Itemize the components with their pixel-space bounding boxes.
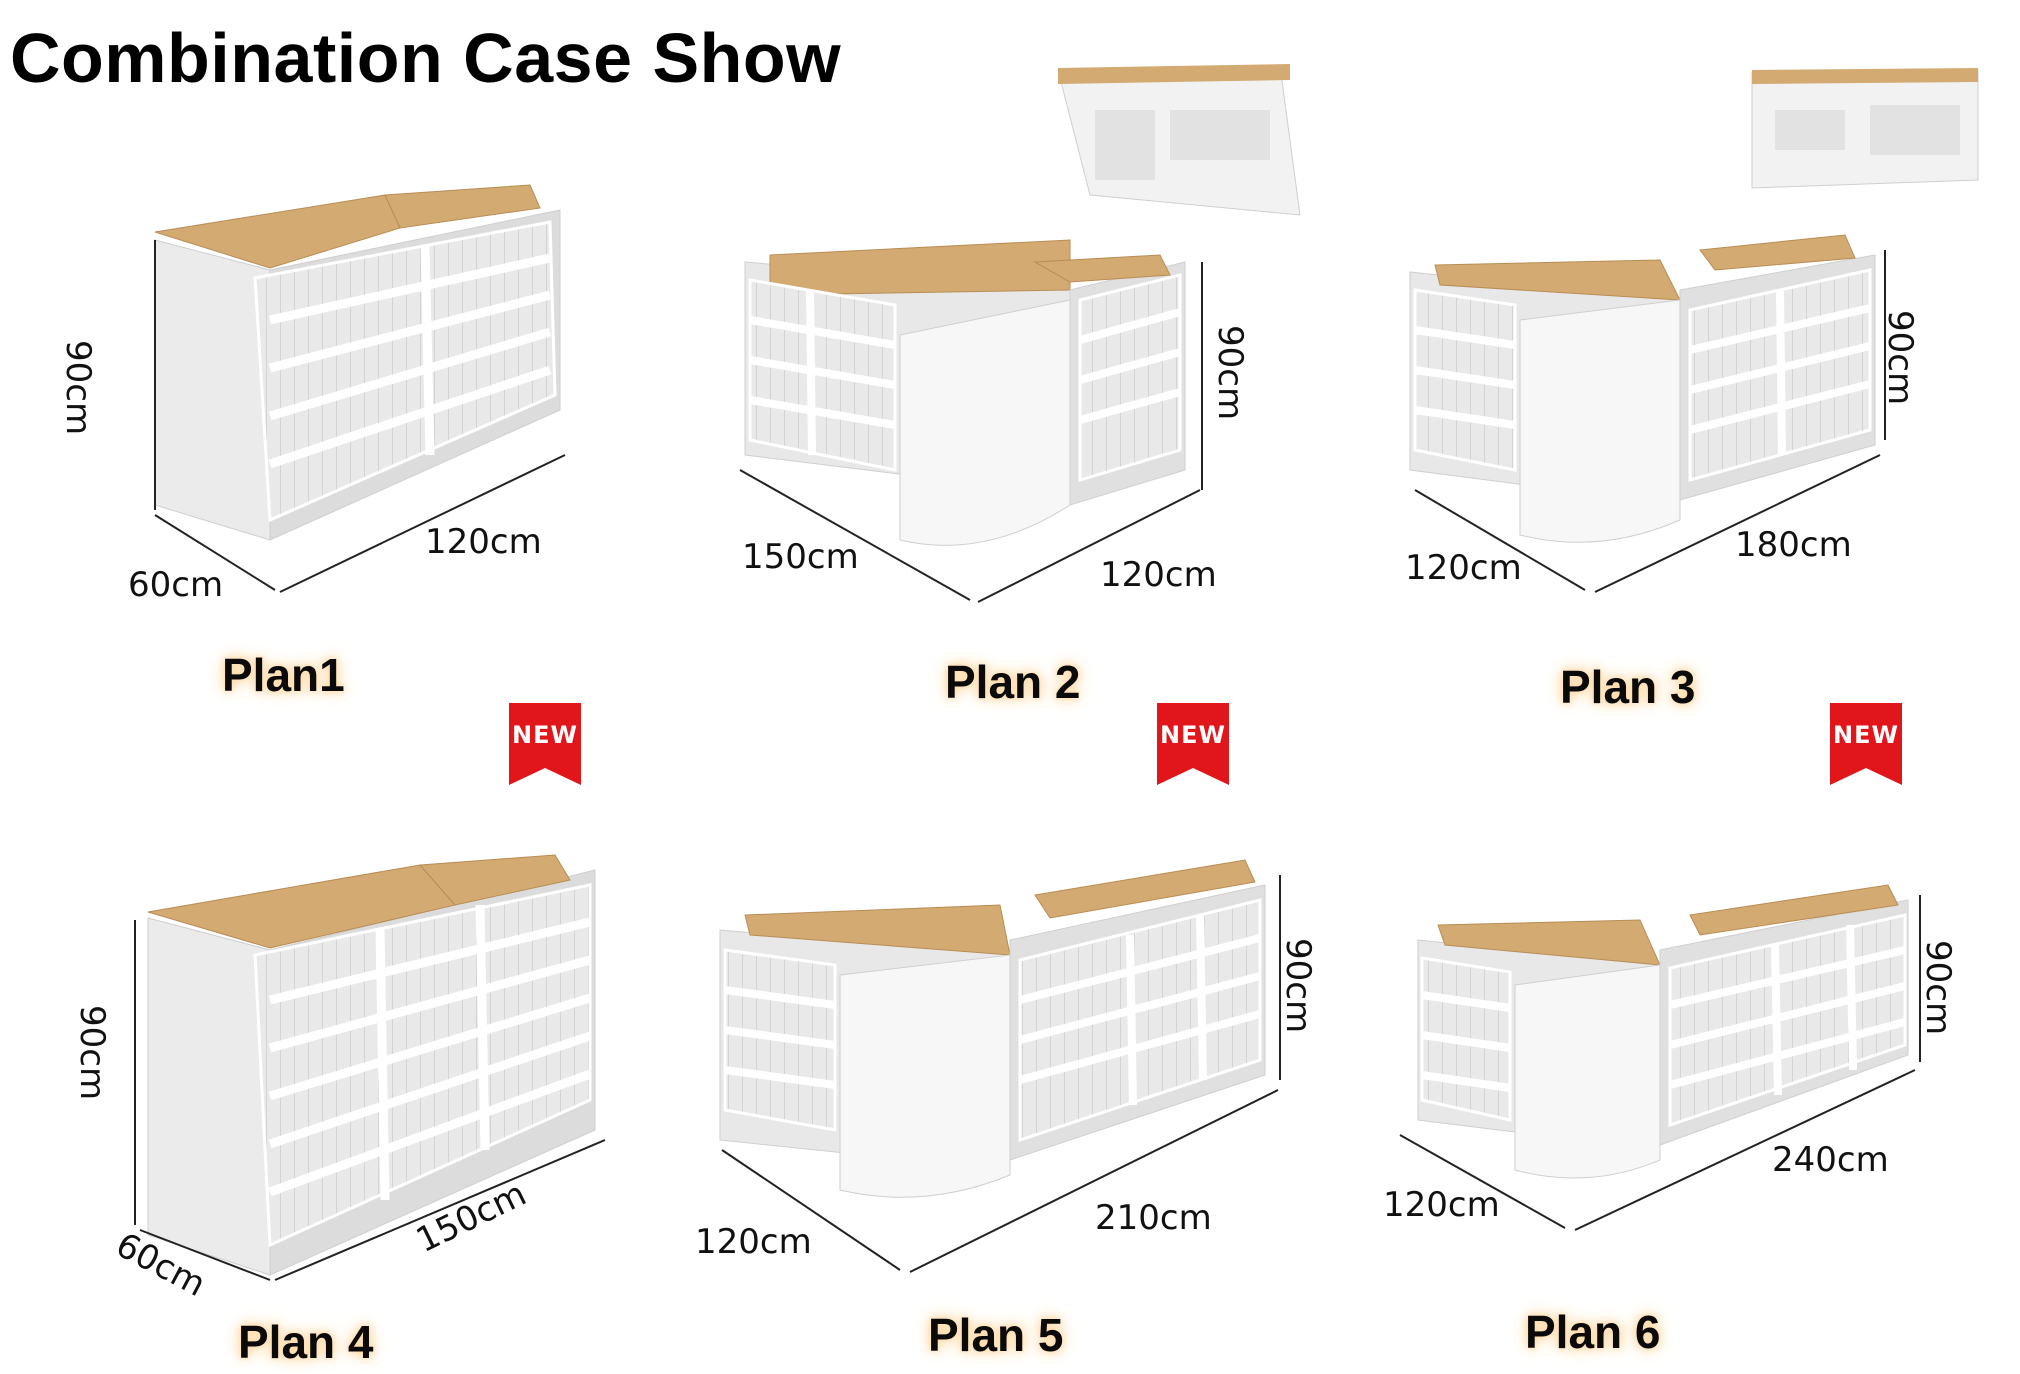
new-badge-plan5-shape	[1157, 703, 1229, 785]
plan5-height-dim: 90cm	[1278, 938, 1318, 1034]
plan6-cabinet	[1417, 884, 1909, 1179]
plan3-label: Plan 3	[1560, 661, 1696, 713]
plan6-height-dim: 90cm	[1918, 940, 1958, 1036]
plan2-height-dim: 90cm	[1210, 325, 1250, 421]
plan2-depth-dim: 150cm	[742, 537, 859, 577]
new-badge-plan6: NEW	[1830, 703, 1902, 787]
plan5-length-dim: 210cm	[1095, 1198, 1212, 1238]
plan5-depth-dim: 120cm	[695, 1222, 812, 1262]
plan6-label: Plan 6	[1525, 1306, 1661, 1358]
plan1-height-dim: 90cm	[58, 340, 98, 436]
plan4-dimension-lines	[134, 920, 606, 1281]
new-badge-text: NEW	[1160, 721, 1226, 749]
plan5-dimension-lines	[721, 875, 1281, 1273]
plan1-dimension-lines	[154, 240, 566, 593]
plan4-label: Plan 4	[238, 1316, 374, 1368]
plan6-length-dim: 240cm	[1772, 1140, 1889, 1180]
plan2-label: Plan 2	[945, 656, 1081, 708]
page-title: Combination Case Show	[10, 19, 842, 97]
plan3-thumbnail	[1751, 68, 1979, 189]
plan3-length-dim: 180cm	[1735, 525, 1852, 565]
plan1-length-dim: 120cm	[425, 522, 542, 562]
plan1-depth-dim: 60cm	[128, 565, 224, 605]
plan2-cabinet	[744, 239, 1186, 546]
plan3-height-dim: 90cm	[1880, 310, 1920, 406]
new-badge-plan4: NEW	[509, 703, 581, 787]
plan6-dimension-lines	[1399, 895, 1921, 1231]
plan6-depth-dim: 120cm	[1383, 1185, 1500, 1225]
plan5-cabinet	[719, 859, 1266, 1198]
plan4-cabinet	[147, 854, 596, 1276]
new-badge-plan6-shape	[1830, 703, 1902, 785]
plan2-dimension-lines	[739, 262, 1203, 603]
new-badge-plan4-shape	[509, 703, 581, 785]
plan4-height-dim: 90cm	[72, 1005, 112, 1101]
plan3-dimension-lines	[1414, 250, 1886, 593]
plan2-length-dim: 120cm	[1100, 555, 1217, 595]
plan1-cabinet	[154, 184, 561, 541]
new-badge-text: NEW	[1833, 721, 1899, 749]
new-badge-plan5: NEW	[1157, 703, 1229, 787]
plan2-thumbnail	[1057, 64, 1301, 216]
plan3-depth-dim: 120cm	[1405, 548, 1522, 588]
plan1-label: Plan1	[222, 649, 345, 701]
plan3-cabinet	[1409, 234, 1876, 543]
plan5-label: Plan 5	[928, 1309, 1064, 1361]
new-badge-text: NEW	[512, 721, 578, 749]
